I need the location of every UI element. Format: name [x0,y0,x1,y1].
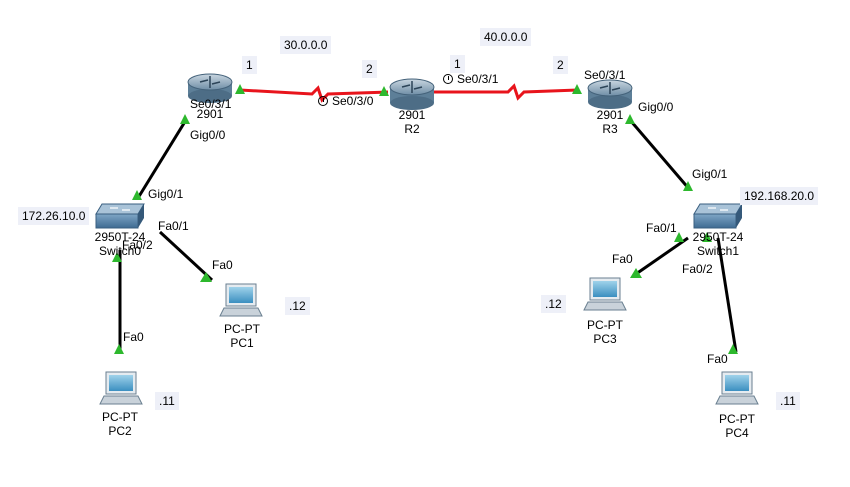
pc2-name: PC2 [108,424,132,438]
interface-label-sw1-fa1: Fa0/1 [646,221,677,235]
interface-label-sw1-gig: Gig0/1 [692,167,728,181]
port-up-indicator [674,232,684,242]
router-r2-model: 2901 [398,108,426,122]
interface-label-sw0-fa2: Fa0/2 [122,238,153,252]
port-up-indicator [625,114,635,124]
router-r2-icon[interactable] [389,78,435,110]
port-up-indicator [180,114,190,124]
port-up-indicator [112,252,122,262]
interface-label-pc1-fa: Fa0 [212,258,233,272]
interface-label-sw0-fa1: Fa0/1 [158,219,189,233]
router-r3-icon[interactable] [587,79,633,109]
port-up-indicator [132,190,142,200]
interface-label-r1-gig: Gig0/0 [190,128,226,142]
router-r3-model: 2901 [596,108,624,122]
interface-label-pc2-fa: Fa0 [123,330,144,344]
router-r1-icon[interactable] [187,73,233,103]
switch1-icon[interactable] [693,203,743,229]
port-up-indicator [200,272,212,282]
interface-text: Se0/3/1 [457,72,499,86]
port-up-indicator [235,84,245,94]
pc3-model: PC-PT [587,318,623,332]
pc1-model: PC-PT [224,322,260,336]
link-number-r2-right: 1 [450,55,465,73]
network-label-lan-right: 192.168.20.0 [740,187,819,205]
switch0-name: Switch0 [98,244,142,258]
port-up-indicator [630,268,642,278]
port-up-indicator [114,344,124,354]
switch1-model: 2950T-24 [692,230,744,244]
interface-label-r3-gig: Gig0/0 [638,100,674,114]
pc2-model: PC-PT [102,410,138,424]
port-up-indicator [379,86,389,96]
interface-label-r1-se: Se0/3/1 [190,97,232,111]
link-sw1-pc3[interactable] [635,236,689,276]
host-id-pc3: .12 [541,295,566,313]
pc4-name: PC4 [725,426,749,440]
pc4-icon[interactable] [715,371,759,405]
switch1-name: Switch1 [696,244,740,258]
router-r3-name: R3 [602,122,618,136]
pc2-icon[interactable] [99,371,143,405]
interface-text: Se0/3/0 [332,94,374,108]
network-label-30: 30.0.0.0 [280,36,332,54]
interface-label-pc3-fa: Fa0 [612,252,633,266]
router-r1-model: 2901 [196,107,224,121]
link-number-r2-left: 2 [362,60,377,78]
network-label-40: 40.0.0.0 [480,28,532,46]
interface-label-sw1-fa2: Fa0/2 [682,262,713,276]
interface-label-r3-se: Se0/3/1 [584,68,626,82]
serial-link-r1-r2[interactable] [239,85,389,103]
pc3-name: PC3 [593,332,617,346]
host-id-pc4: .11 [776,392,800,410]
network-label-lan-left: 172.26.10.0 [18,207,90,225]
interface-label-r2-se-left: Se0/3/0 [318,94,373,108]
serial-link-r2-r3[interactable] [432,83,579,101]
host-id-pc2: .11 [155,392,179,410]
pc1-icon[interactable] [219,283,263,317]
router-r2-name: R2 [404,122,420,136]
link-sw0-pc1[interactable] [158,230,214,282]
link-sw1-pc4[interactable] [716,237,738,353]
interface-label-pc4-fa: Fa0 [707,352,728,366]
pc4-model: PC-PT [719,412,755,426]
port-up-indicator [702,232,712,242]
interface-label-sw0-gig: Gig0/1 [148,187,184,201]
host-id-pc1: .12 [285,297,310,315]
pc1-name: PC1 [230,336,254,350]
link-number-r1: 1 [242,56,257,74]
link-r3-sw1[interactable] [628,119,692,191]
port-up-indicator [728,344,738,354]
interface-label-r2-se-right: Se0/3/1 [443,72,498,86]
switch0-icon[interactable] [95,203,145,229]
port-up-indicator [572,84,582,94]
link-number-r3: 2 [553,56,568,74]
router-r1-label: 2901 [175,107,245,121]
link-r1-sw0[interactable] [136,119,188,199]
clock-icon [443,74,453,84]
clock-icon [318,96,328,106]
switch0-model: 2950T-24 [94,230,146,244]
port-up-indicator [683,181,693,191]
pc3-icon[interactable] [583,277,627,311]
